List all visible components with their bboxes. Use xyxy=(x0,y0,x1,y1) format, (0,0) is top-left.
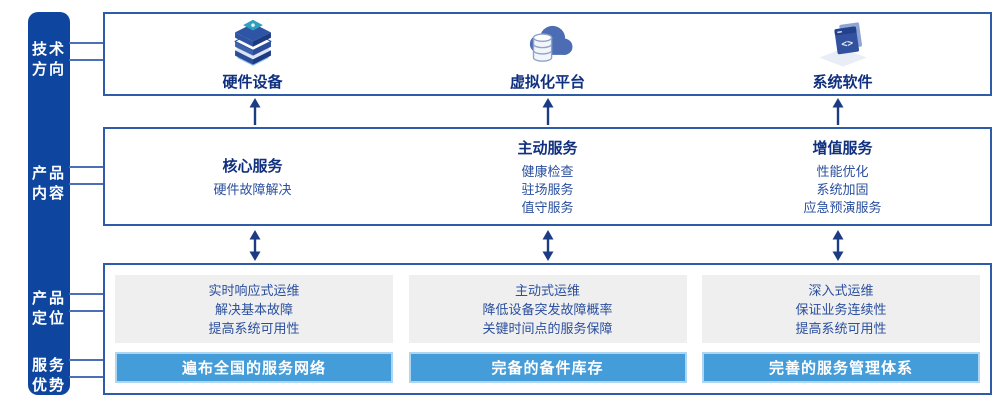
bottom-col-deep: 深入式运维 保证业务连续性 提高系统可用性 完善的服务管理体系 xyxy=(702,265,980,393)
category-service-advantage: 服务 优势 xyxy=(28,356,70,396)
category-label-line: 技术 xyxy=(31,41,66,58)
double-arrow xyxy=(831,230,845,261)
tech-label-virtualization: 虚拟化平台 xyxy=(509,74,585,91)
content-col-core-service: 核心服务 硬件故障解决 xyxy=(105,129,400,224)
category-label-line: 内容 xyxy=(31,185,66,202)
bottom-col-realtime: 实时响应式运维 解决基本故障 提高系统可用性 遍布全国的服务网络 xyxy=(115,265,393,393)
connector-line xyxy=(69,183,104,185)
up-arrow xyxy=(248,98,262,126)
tech-col-virtualization: 虚拟化平台 xyxy=(400,14,695,94)
left-category-bar: 技术 方向 产品 内容 产品 定位 服务 优势 xyxy=(28,12,70,395)
content-title: 主动服务 xyxy=(517,139,578,157)
category-label-line: 服务 xyxy=(31,357,66,374)
tech-label-system-software: 系统软件 xyxy=(812,74,873,91)
category-product-position: 产品 定位 xyxy=(28,289,70,329)
category-tech-direction: 技术 方向 xyxy=(28,40,70,80)
product-positioning-box: 实时响应式运维 解决基本故障 提高系统可用性 遍布全国的服务网络 主动式运维 降… xyxy=(103,263,992,395)
positioning-line: 提高系统可用性 xyxy=(795,320,887,336)
positioning-line: 保证业务连续性 xyxy=(795,301,887,317)
content-col-proactive-service: 主动服务 健康检查 驻场服务 值守服务 xyxy=(400,129,695,224)
content-item: 系统加固 xyxy=(816,181,869,197)
positioning-line: 实时响应式运维 xyxy=(208,282,300,298)
category-label-line: 产品 xyxy=(31,165,66,182)
positioning-line: 提高系统可用性 xyxy=(208,320,300,336)
product-content-box: 核心服务 硬件故障解决 主动服务 健康检查 驻场服务 值守服务 增值服务 性能优… xyxy=(103,127,992,226)
positioning-line: 解决基本故障 xyxy=(214,301,293,317)
up-arrow xyxy=(541,98,555,126)
cloud-database-icon xyxy=(529,25,572,62)
content-col-value-added-service: 增值服务 性能优化 系统加固 应急预演服务 xyxy=(695,129,990,224)
up-arrow xyxy=(831,98,845,126)
category-label-line: 优势 xyxy=(31,377,66,394)
positioning-panel: 主动式运维 降低设备突发故障概率 关键时间点的服务保障 xyxy=(408,275,687,343)
content-item: 健康检查 xyxy=(521,163,574,179)
code-window-icon: <> xyxy=(818,22,867,67)
category-label-line: 定位 xyxy=(31,310,66,327)
advantage-bar: 完备的备件库存 xyxy=(408,352,687,383)
double-arrow xyxy=(248,230,262,261)
connector-line xyxy=(69,359,104,361)
connector-line xyxy=(69,376,104,378)
positioning-panel: 深入式运维 保证业务连续性 提高系统可用性 xyxy=(702,275,980,343)
server-stack-icon xyxy=(233,19,272,66)
svg-text:<>: <> xyxy=(840,38,853,51)
connector-line xyxy=(69,42,104,44)
positioning-line: 深入式运维 xyxy=(808,282,874,298)
positioning-line: 关键时间点的服务保障 xyxy=(482,320,613,336)
positioning-line: 主动式运维 xyxy=(514,282,580,298)
category-label-line: 方向 xyxy=(31,61,66,78)
advantage-bar: 遍布全国的服务网络 xyxy=(115,352,393,383)
connector-line xyxy=(69,310,104,312)
advantage-bar: 完善的服务管理体系 xyxy=(702,352,980,383)
tech-label-hardware: 硬件设备 xyxy=(222,74,283,91)
positioning-line: 降低设备突发故障概率 xyxy=(482,301,613,317)
connector-line xyxy=(69,293,104,295)
content-title: 增值服务 xyxy=(812,139,873,157)
content-item: 硬件故障解决 xyxy=(213,181,292,197)
content-item: 应急预演服务 xyxy=(803,199,882,215)
content-item: 驻场服务 xyxy=(521,181,574,197)
connector-line xyxy=(69,166,104,168)
tech-direction-box: 硬件设备 虚拟化平台 xyxy=(103,12,992,96)
tech-col-hardware: 硬件设备 xyxy=(105,14,400,94)
category-product-content: 产品 内容 xyxy=(28,164,70,204)
content-item: 性能优化 xyxy=(816,163,869,179)
content-item: 值守服务 xyxy=(521,199,574,215)
content-title: 核心服务 xyxy=(222,157,283,175)
double-arrow xyxy=(541,230,555,261)
positioning-panel: 实时响应式运维 解决基本故障 提高系统可用性 xyxy=(115,275,393,343)
connector-line xyxy=(69,59,104,61)
tech-col-system-software: <> 系统软件 xyxy=(695,14,990,94)
category-label-line: 产品 xyxy=(31,290,66,307)
bottom-col-proactive: 主动式运维 降低设备突发故障概率 关键时间点的服务保障 完备的备件库存 xyxy=(408,265,687,393)
